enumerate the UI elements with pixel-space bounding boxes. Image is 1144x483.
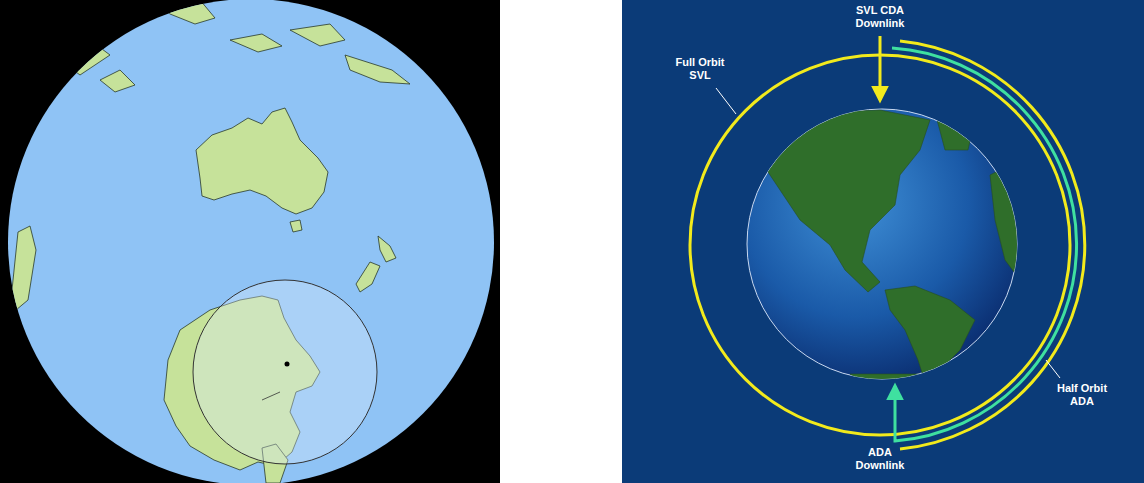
orbit-label: Full Orbit SVL xyxy=(665,56,735,82)
australia xyxy=(196,108,328,214)
downlink-label: ADA Downlink xyxy=(845,446,915,472)
downlink-label: SVL CDA Downlink xyxy=(845,4,915,30)
coverage-circle xyxy=(193,280,377,464)
earth xyxy=(747,109,1017,379)
north-america xyxy=(760,110,930,292)
tasmania xyxy=(290,220,302,232)
leader-line xyxy=(716,88,736,114)
south-america xyxy=(885,286,975,382)
orbit-label: Half Orbit ADA xyxy=(1047,382,1117,408)
ground-station-dot xyxy=(285,362,290,367)
downlink-arrow xyxy=(879,36,882,100)
greenland xyxy=(935,112,975,150)
panel-background xyxy=(622,0,1144,483)
antarctica-edge xyxy=(850,374,920,382)
africa-edge xyxy=(990,160,1020,280)
ocean-globe xyxy=(8,0,494,483)
new-zealand xyxy=(356,236,396,292)
half-orbit-ada-arc xyxy=(892,48,1077,441)
station-line xyxy=(262,392,280,400)
madagascar xyxy=(12,226,36,310)
full-orbit-ring xyxy=(690,55,1070,435)
leader-line xyxy=(1046,360,1060,378)
asia-islands xyxy=(60,0,410,92)
